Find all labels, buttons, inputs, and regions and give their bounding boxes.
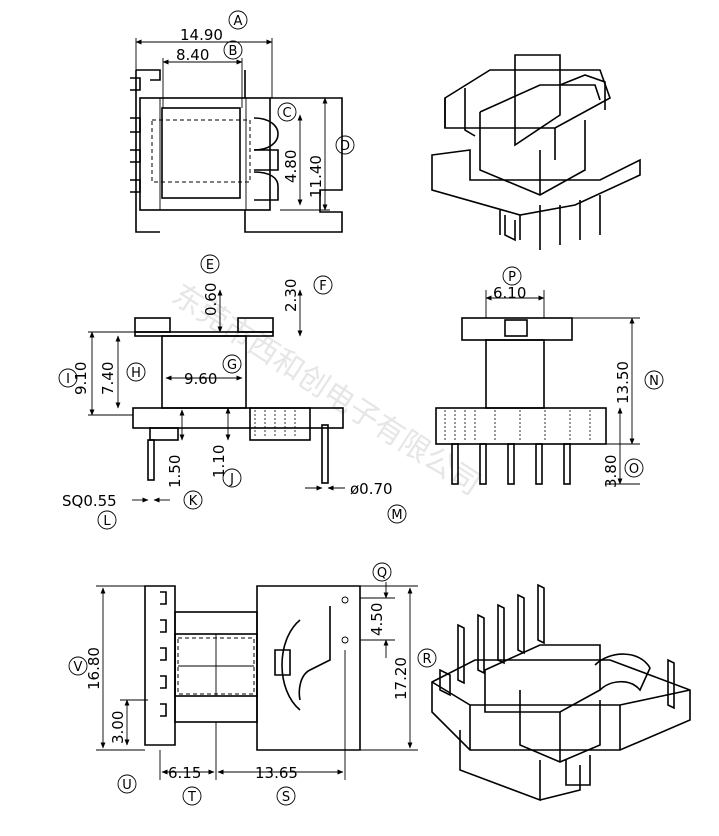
bobbin-isometric-bottom-icon <box>431 583 691 802</box>
svg-text:A: A <box>234 14 243 29</box>
callout-n: N <box>644 370 664 390</box>
dim-value-d: 11.40 <box>307 155 325 198</box>
callout-b: B <box>223 40 243 60</box>
svg-text:T: T <box>187 790 196 805</box>
callout-v: V <box>68 656 88 676</box>
callout-c: C <box>277 102 297 122</box>
dim-value-u: 3.00 <box>109 711 127 744</box>
callout-t: T <box>182 786 202 806</box>
front-view <box>88 289 345 503</box>
svg-text:K: K <box>189 494 198 509</box>
svg-text:R: R <box>422 652 431 667</box>
svg-text:J: J <box>229 472 234 487</box>
callout-i: I <box>58 368 78 388</box>
dim-value-f: 2.30 <box>282 279 300 312</box>
svg-text:E: E <box>206 258 214 273</box>
svg-text:D: D <box>340 139 350 154</box>
dim-value-g: 9.60 <box>184 370 217 388</box>
dim-value-p: 6.10 <box>493 284 526 302</box>
svg-text:H: H <box>131 366 141 381</box>
callout-q: Q <box>372 562 392 582</box>
dim-value-m: ø0.70 <box>350 480 393 498</box>
callout-l: L <box>97 510 117 530</box>
dim-value-c: 4.80 <box>282 150 300 183</box>
svg-text:O: O <box>629 462 639 477</box>
callout-s: S <box>276 786 296 806</box>
dim-value-k: 1.50 <box>166 455 184 488</box>
callout-m: M <box>387 504 407 524</box>
svg-text:U: U <box>122 778 132 793</box>
callout-d: D <box>335 135 355 155</box>
svg-text:L: L <box>103 514 111 529</box>
dim-value-i: 9.10 <box>72 362 90 395</box>
callout-r: R <box>417 648 437 668</box>
svg-text:I: I <box>66 372 70 387</box>
callout-k: K <box>183 490 203 510</box>
dim-value-j: 1.10 <box>210 445 228 478</box>
dim-value-n: 13.50 <box>614 361 632 404</box>
callout-g: G <box>222 354 242 374</box>
callout-f: F <box>313 275 333 295</box>
callout-h: H <box>126 362 146 382</box>
callout-j: J <box>222 468 242 488</box>
top-view <box>130 38 343 233</box>
dim-value-h: 7.40 <box>99 362 117 395</box>
dim-value-e: 0.60 <box>202 283 220 316</box>
svg-text:G: G <box>227 358 237 373</box>
bottom-view <box>96 582 418 780</box>
callout-p: P <box>502 266 522 286</box>
svg-text:B: B <box>229 44 238 59</box>
side-view <box>435 290 640 485</box>
bobbin-isometric-top-icon <box>431 54 641 250</box>
dim-value-s: 13.65 <box>255 764 298 782</box>
svg-text:V: V <box>74 660 83 675</box>
dim-value-t: 6.15 <box>168 764 201 782</box>
dim-value-o: 3.80 <box>602 455 620 488</box>
dim-value-r: 17.20 <box>392 657 410 700</box>
svg-text:M: M <box>391 508 402 523</box>
callout-u: U <box>117 774 137 794</box>
dim-value-q: 4.50 <box>368 603 386 636</box>
callout-e: E <box>200 254 220 274</box>
callout-a: A <box>228 10 248 30</box>
callout-o: O <box>624 458 644 478</box>
svg-text:N: N <box>649 374 659 389</box>
svg-text:P: P <box>508 270 516 285</box>
svg-text:Q: Q <box>377 566 387 581</box>
dim-value-l: SQ0.55 <box>62 492 117 510</box>
svg-text:F: F <box>319 279 326 294</box>
dim-value-b: 8.40 <box>176 46 209 64</box>
svg-text:S: S <box>282 790 290 805</box>
dim-value-v: 16.80 <box>85 647 103 690</box>
svg-text:C: C <box>282 106 291 121</box>
dim-value-a: 14.90 <box>180 26 223 44</box>
